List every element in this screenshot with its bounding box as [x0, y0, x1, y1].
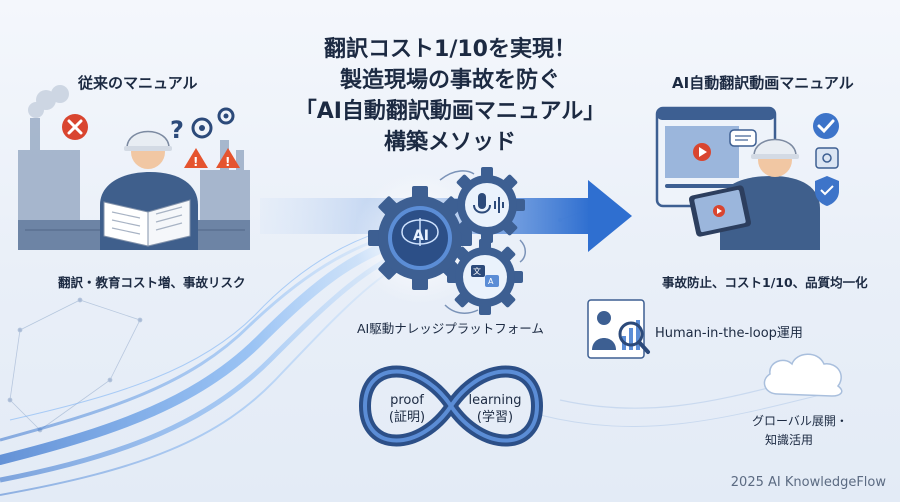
svg-text:!: ! [225, 155, 230, 169]
loop-learning: learning (学習) [462, 392, 528, 426]
svg-text:文: 文 [473, 266, 481, 276]
page-title: 翻訳コスト1/10を実現！ 製造現場の事故を防ぐ 「AI自動翻訳動画マニュアル」… [250, 34, 650, 158]
loop-learning-en: learning [468, 393, 522, 408]
svg-text:!: ! [193, 155, 198, 169]
title-line-3: 「AI自動翻訳動画マニュアル」 [294, 99, 606, 124]
global-line-1: グローバル展開・ [752, 414, 848, 428]
hitl-label: Human-in-the-loop運用 [655, 326, 803, 341]
global-line-2: 知識活用 [765, 433, 814, 447]
svg-text:?: ? [170, 116, 184, 144]
left-heading: 従来のマニュアル [78, 74, 198, 92]
loop-learning-jp: (学習) [476, 410, 514, 425]
loop-proof-en: proof [390, 393, 424, 408]
left-caption: 翻訳・教育コスト増、事故リスク [58, 275, 246, 290]
right-caption: 事故防止、コスト1/10、品質均一化 [662, 275, 868, 290]
loop-proof: proof (証明) [380, 392, 434, 426]
title-line-4: 構築メソッド [383, 130, 516, 155]
title-line-2: 製造現場の事故を防ぐ [339, 68, 560, 93]
loop-proof-jp: (証明) [388, 410, 426, 425]
right-heading: AI自動翻訳動画マニュアル [672, 74, 854, 92]
footer-credit: 2025 AI KnowledgeFlow [730, 475, 886, 490]
ai-gear-label: AI [412, 228, 430, 244]
svg-text:A: A [488, 277, 494, 286]
platform-label: AI駆動ナレッジプラットフォーム [357, 321, 544, 336]
title-line-1: 翻訳コスト1/10を実現！ [324, 37, 576, 62]
